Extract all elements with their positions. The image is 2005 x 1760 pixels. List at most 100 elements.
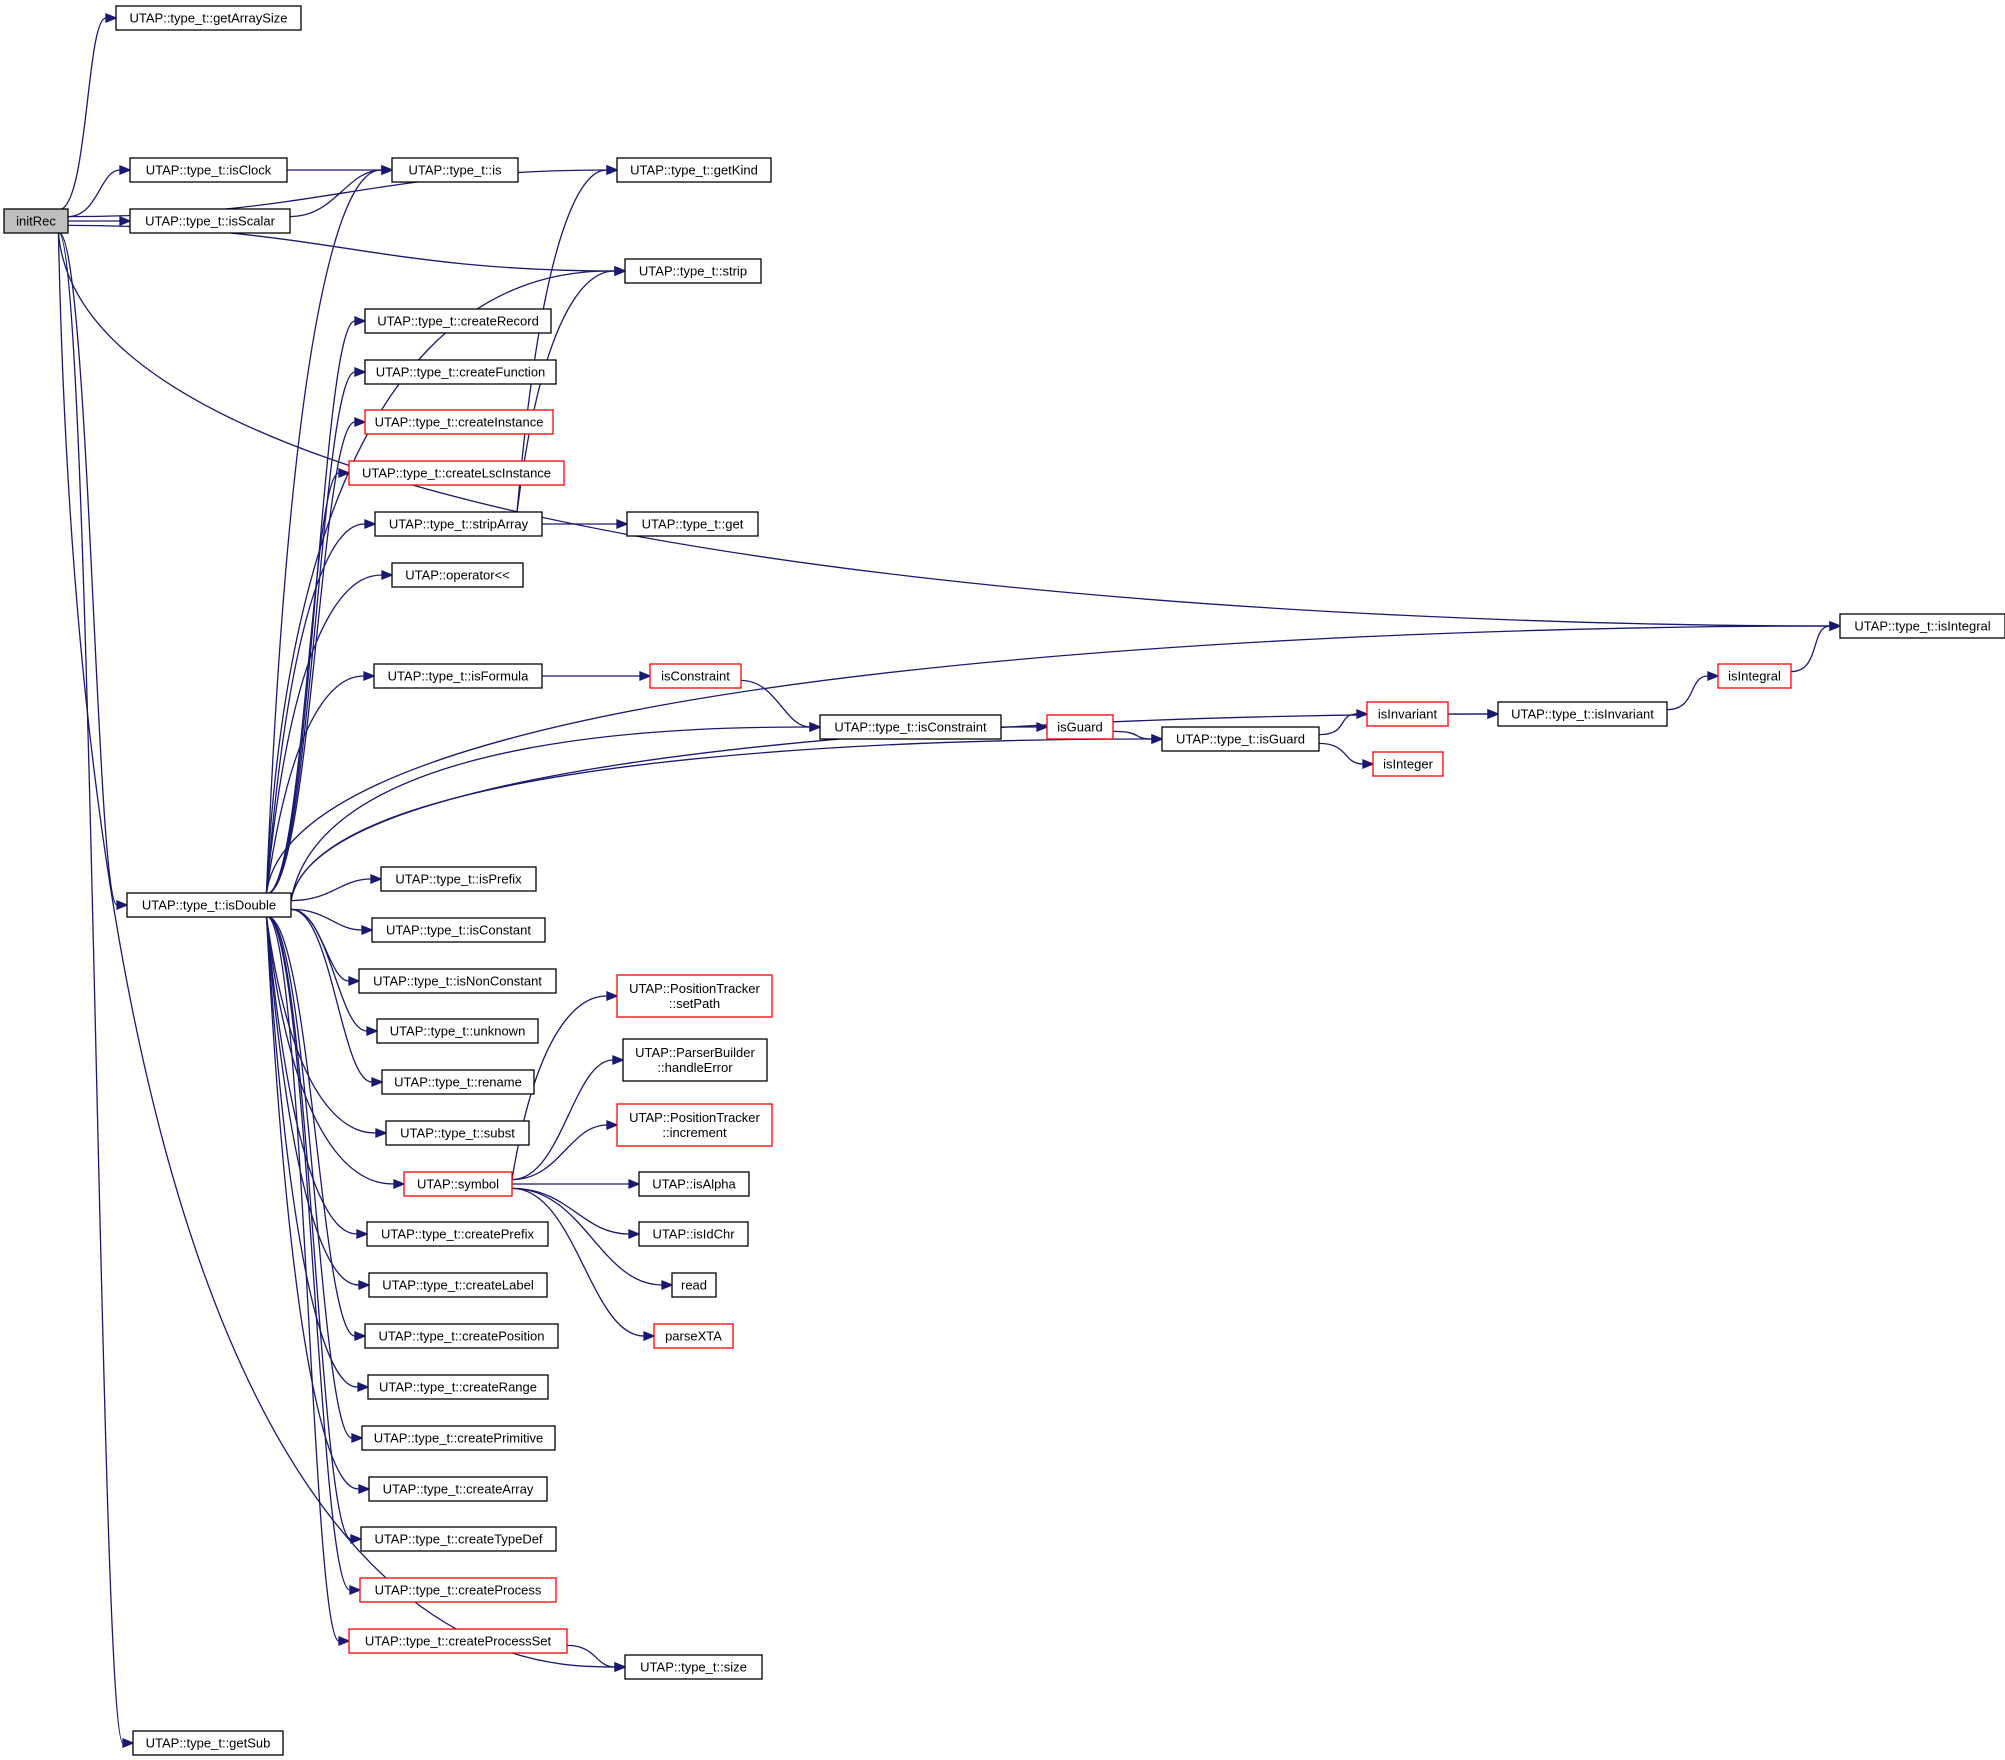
edge-isDouble-to-isConstraintT	[290, 722, 822, 901]
node-subst[interactable]: UTAP::type_t::subst	[385, 1120, 530, 1146]
node-isGuardF[interactable]: isGuard	[1046, 714, 1114, 740]
edge-isConstraintT-to-isGuardF	[1000, 722, 1049, 732]
node-box	[616, 1103, 773, 1147]
edge-line	[266, 915, 352, 1540]
node-getKind[interactable]: UTAP::type_t::getKind	[616, 157, 772, 183]
node-isIntegerF[interactable]: isInteger	[1372, 751, 1444, 777]
edge-isGuardT-to-isInvariantF	[1318, 709, 1369, 736]
arrowhead	[358, 1484, 371, 1494]
node-parseXTA[interactable]: parseXTA	[653, 1323, 734, 1349]
node-initRec[interactable]: initRec	[3, 208, 69, 234]
node-isConstraintF[interactable]: isConstraint	[649, 663, 742, 689]
edge-isDouble-to-rename	[290, 908, 384, 1087]
arrowhead	[338, 468, 351, 478]
edge-line	[265, 270, 616, 895]
node-label: UTAP::type_t::isDouble	[142, 898, 276, 913]
node-isNonConstant[interactable]: UTAP::type_t::isNonConstant	[358, 968, 557, 994]
node-isInvariantF[interactable]: isInvariant	[1366, 701, 1449, 727]
node-createProcessSet[interactable]: UTAP::type_t::createProcessSet	[348, 1628, 568, 1654]
node-createPrimitive[interactable]: UTAP::type_t::createPrimitive	[361, 1425, 556, 1451]
node-stripArray[interactable]: UTAP::type_t::stripArray	[374, 511, 543, 537]
edge-isDouble-to-operatorShl	[265, 570, 394, 895]
node-isIdChr[interactable]: UTAP::isIdChr	[638, 1221, 749, 1247]
node-strip[interactable]: UTAP::type_t::strip	[624, 258, 762, 284]
node-label: UTAP::type_t::createRange	[379, 1380, 537, 1395]
node-symbol[interactable]: UTAP::symbol	[403, 1171, 513, 1197]
node-increment[interactable]: UTAP::PositionTracker::increment	[616, 1103, 773, 1147]
node-isInvariantT[interactable]: UTAP::type_t::isInvariant	[1497, 701, 1668, 727]
node-isClock[interactable]: UTAP::type_t::isClock	[129, 157, 288, 183]
node-isGuardT[interactable]: UTAP::type_t::isGuard	[1161, 726, 1320, 752]
node-read[interactable]: read	[671, 1272, 717, 1298]
edge-line	[57, 231, 1831, 627]
edge-line	[57, 231, 616, 1668]
node-isConstant[interactable]: UTAP::type_t::isConstant	[371, 917, 546, 943]
node-is[interactable]: UTAP::type_t::is	[391, 157, 519, 183]
node-unknown[interactable]: UTAP::type_t::unknown	[376, 1018, 539, 1044]
node-label: UTAP::type_t::isIntegral	[1854, 619, 1990, 634]
node-operatorShl[interactable]: UTAP::operator<<	[391, 562, 524, 588]
edge-isDouble-to-createInstance	[266, 417, 367, 895]
node-label: ::setPath	[669, 996, 720, 1011]
node-box	[373, 663, 543, 689]
arrowhead	[809, 722, 822, 732]
edge-symbol-to-read	[511, 1187, 674, 1290]
node-box	[671, 1272, 717, 1298]
node-label: UTAP::type_t::createPrefix	[381, 1227, 534, 1242]
node-box	[371, 917, 546, 943]
edge-line	[740, 679, 811, 728]
node-get[interactable]: UTAP::type_t::get	[626, 511, 759, 537]
node-box	[381, 1069, 535, 1095]
arrowhead	[354, 417, 367, 427]
node-box	[366, 1221, 549, 1247]
node-getSub[interactable]: UTAP::type_t::getSub	[132, 1730, 284, 1756]
edge-isDouble-to-isNonConstant	[290, 908, 361, 986]
node-rename[interactable]: UTAP::type_t::rename	[381, 1069, 535, 1095]
node-isConstraintT[interactable]: UTAP::type_t::isConstraint	[819, 714, 1002, 740]
node-createLscInstance[interactable]: UTAP::type_t::createLscInstance	[348, 460, 565, 486]
node-label: isInteger	[1383, 757, 1434, 772]
node-createRange[interactable]: UTAP::type_t::createRange	[367, 1374, 549, 1400]
node-isScalar[interactable]: UTAP::type_t::isScalar	[129, 208, 291, 234]
arrowhead	[643, 1331, 656, 1341]
node-isFormula[interactable]: UTAP::type_t::isFormula	[373, 663, 543, 689]
edge-line	[290, 908, 368, 1032]
arrowhead	[358, 1280, 371, 1290]
node-size[interactable]: UTAP::type_t::size	[624, 1654, 763, 1680]
node-createPosition[interactable]: UTAP::type_t::createPosition	[364, 1323, 559, 1349]
node-isIntegralT[interactable]: UTAP::type_t::isIntegral	[1839, 613, 2005, 639]
node-createPrefix[interactable]: UTAP::type_t::createPrefix	[366, 1221, 549, 1247]
edge-line	[266, 320, 356, 895]
node-label: UTAP::type_t::isGuard	[1176, 732, 1305, 747]
node-isDouble[interactable]: UTAP::type_t::isDouble	[126, 892, 292, 918]
node-label: UTAP::type_t::createFunction	[376, 365, 546, 380]
node-setPath[interactable]: UTAP::PositionTracker::setPath	[616, 974, 773, 1018]
node-createArray[interactable]: UTAP::type_t::createArray	[368, 1476, 548, 1502]
node-label: UTAP::type_t::createProcess	[375, 1583, 542, 1598]
arrowhead	[381, 570, 394, 580]
node-handleError[interactable]: UTAP::ParserBuilder::handleError	[622, 1038, 768, 1082]
node-isIntegralF[interactable]: isIntegral	[1717, 663, 1792, 689]
arrowhead	[354, 1331, 367, 1341]
node-getArraySize[interactable]: UTAP::type_t::getArraySize	[115, 5, 302, 31]
node-box	[1046, 714, 1114, 740]
node-label: UTAP::operator<<	[405, 568, 510, 583]
edge-isDouble-to-createPrefix	[265, 915, 369, 1239]
edge-isDouble-to-isFormula	[265, 671, 376, 895]
arrowhead	[371, 1077, 384, 1087]
edge-line	[1790, 625, 1831, 673]
node-box	[126, 892, 292, 918]
node-createTypeDef[interactable]: UTAP::type_t::createTypeDef	[360, 1526, 557, 1552]
node-createProcess[interactable]: UTAP::type_t::createProcess	[359, 1577, 557, 1603]
node-box	[391, 157, 519, 183]
node-createFunction[interactable]: UTAP::type_t::createFunction	[364, 359, 557, 385]
node-isAlpha[interactable]: UTAP::isAlpha	[638, 1171, 750, 1197]
node-isPrefix[interactable]: UTAP::type_t::isPrefix	[380, 866, 537, 892]
node-createLabel[interactable]: UTAP::type_t::createLabel	[368, 1272, 548, 1298]
node-createRecord[interactable]: UTAP::type_t::createRecord	[364, 308, 552, 334]
node-label: UTAP::type_t::createLabel	[382, 1278, 534, 1293]
edge-isInvariantT-to-isIntegralF	[1666, 671, 1720, 711]
node-createInstance[interactable]: UTAP::type_t::createInstance	[364, 409, 554, 435]
edge-stripArray-to-get	[542, 519, 629, 529]
arrowhead	[628, 1179, 641, 1189]
